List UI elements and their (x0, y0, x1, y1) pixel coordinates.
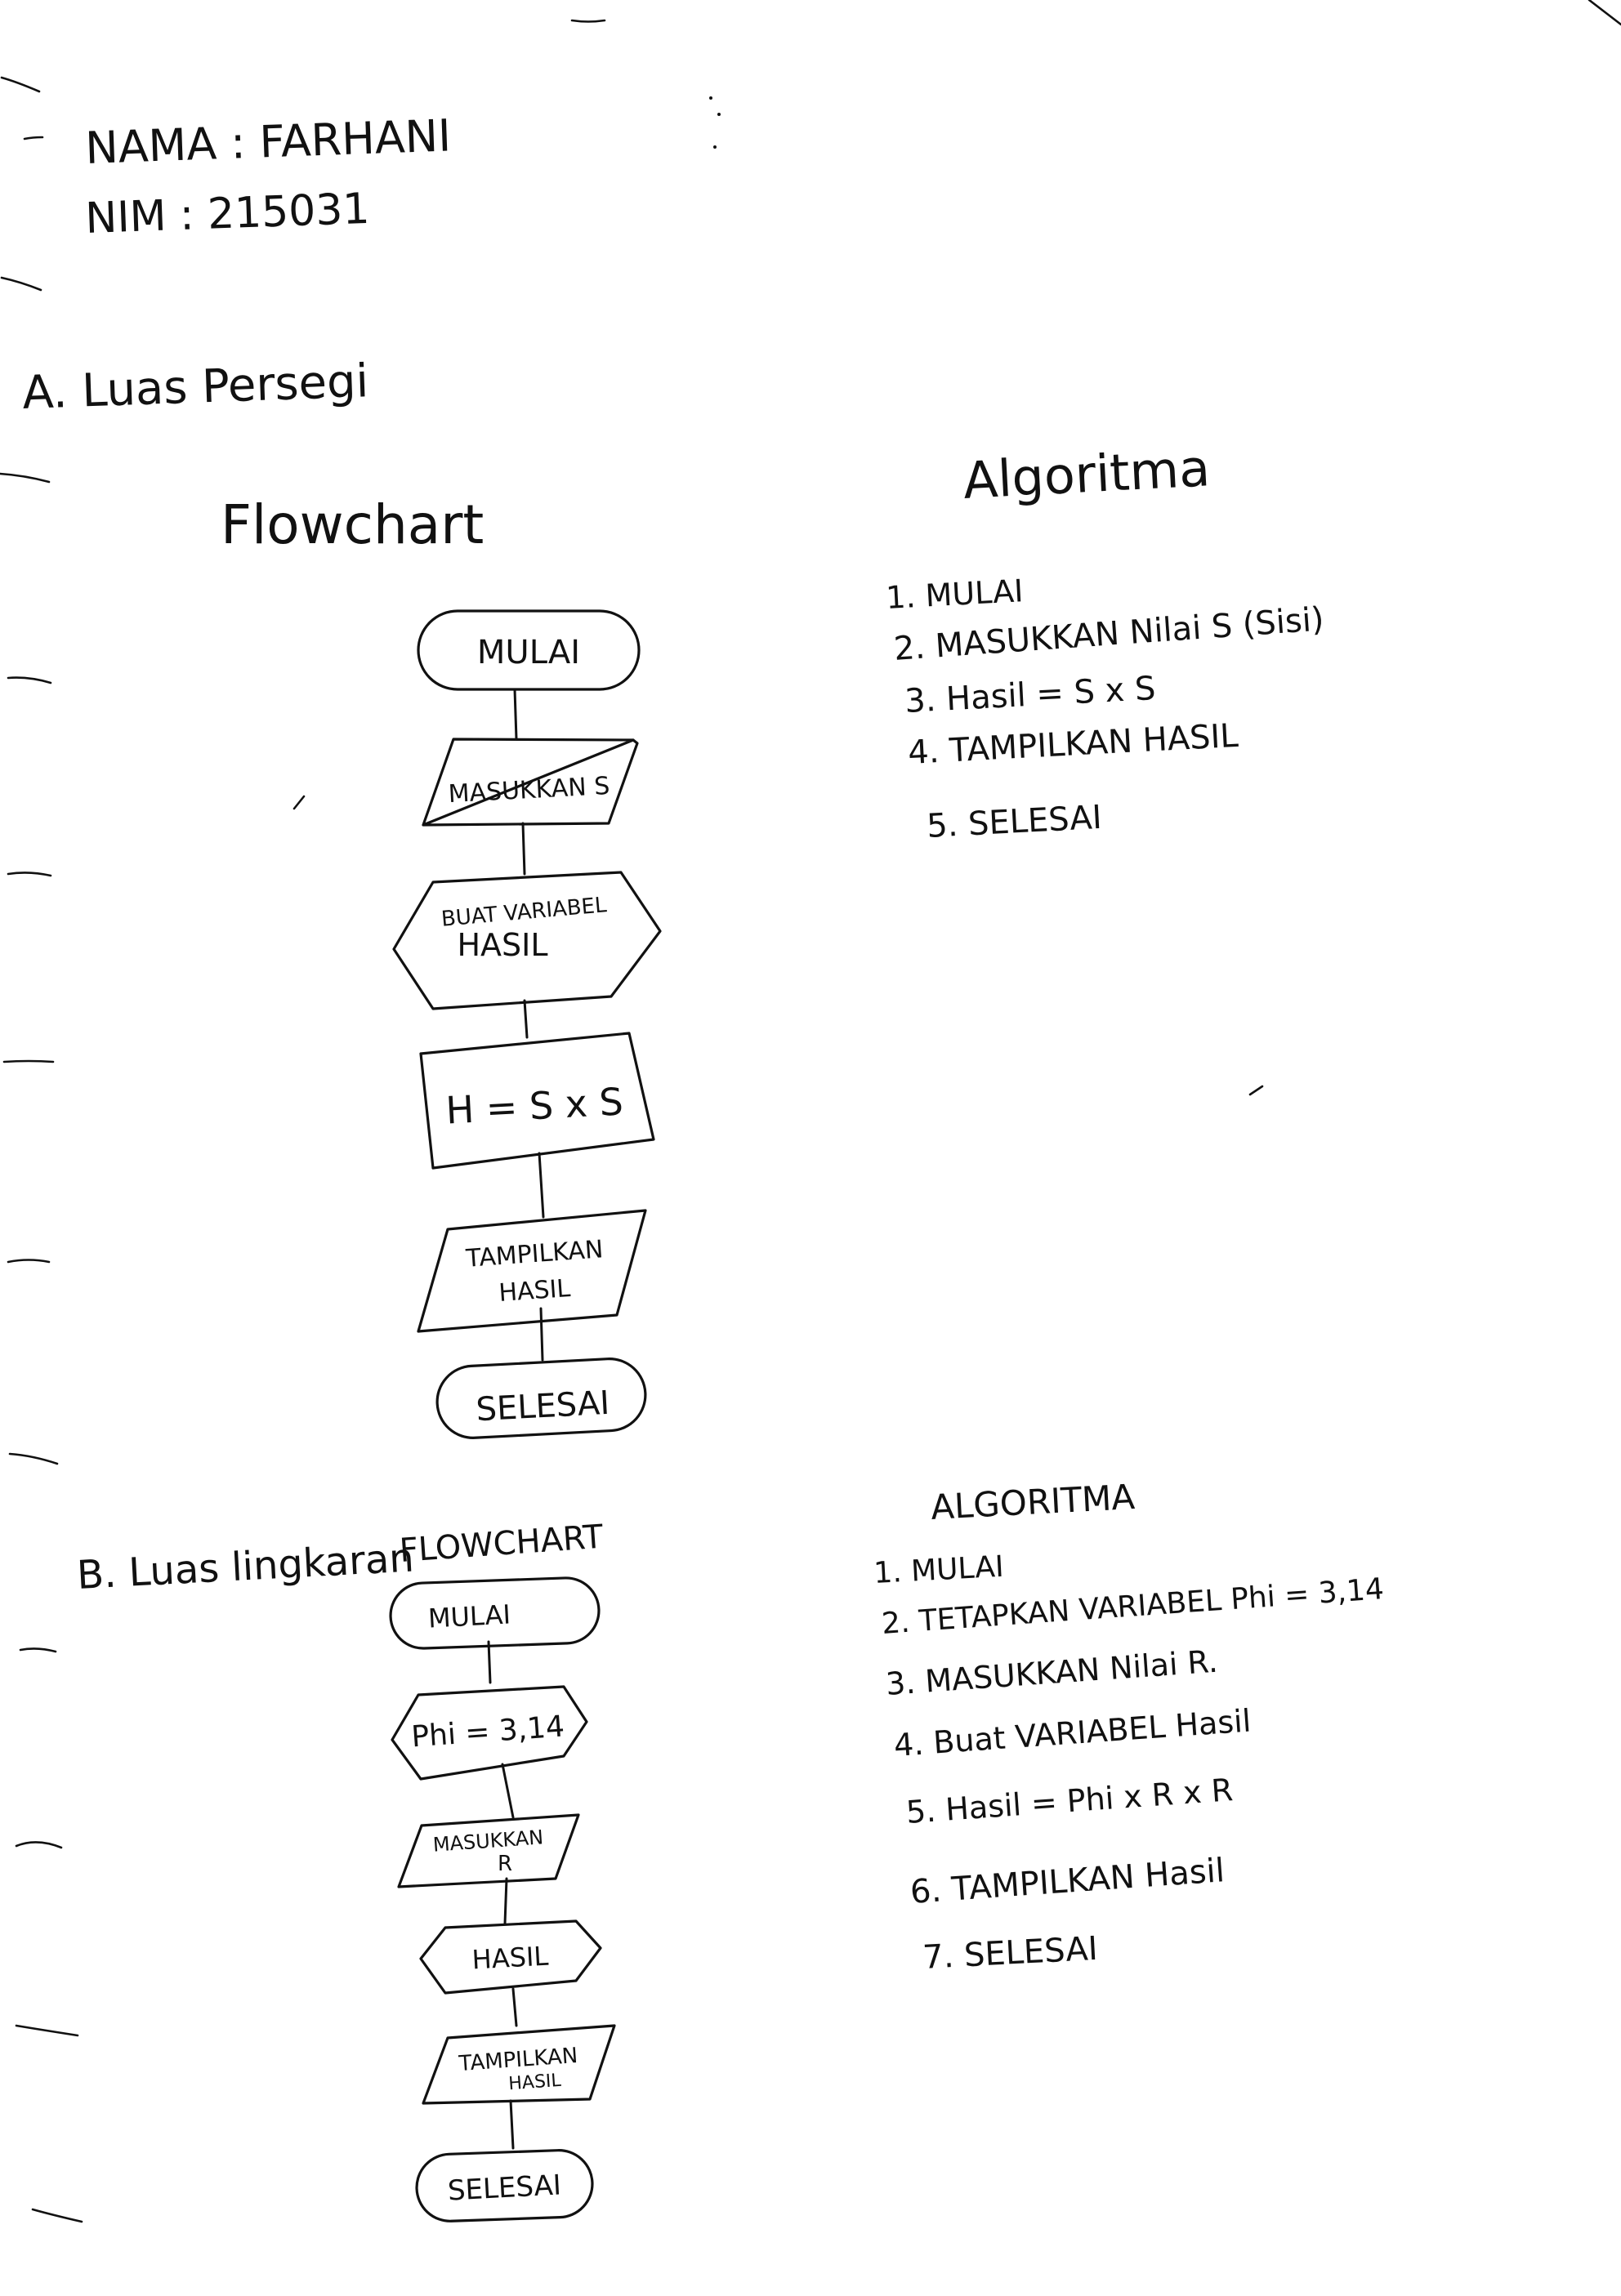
scan-specks (292, 96, 1264, 1096)
flowchart-a-input-label: MASUKKAN S (448, 772, 610, 809)
flowchart-a-output-label-1: TAMPILKAN (464, 1235, 604, 1273)
flowchart-b-hasil-label: HASIL (471, 1941, 550, 1976)
algorithm-b-step-3: 3. MASUKKAN Nilai R. (885, 1643, 1219, 1702)
section-a-algorithm-label: Algoritma (962, 438, 1212, 510)
student-nim: NIM : 215031 (84, 185, 370, 243)
flowchart-b-output-label-1: TAMPILKAN (458, 2044, 578, 2076)
algorithm-a-step-1: 1. MULAI (885, 573, 1024, 616)
algorithm-b-step-1: 1. MULAI (873, 1550, 1004, 1590)
flowchart-b-prep-label: Phi = 3,14 (410, 1710, 565, 1754)
flowchart-b-prep-hexagon: Phi = 3,14 (391, 1685, 588, 1781)
flowchart-a-start-terminator: MULAI (417, 609, 641, 691)
section-b-algorithm-label: ALGORITMA (930, 1477, 1136, 1527)
algorithm-a-step-5: 5. SELESAI (926, 799, 1103, 845)
algorithm-b-step-4: 4. Buat VARIABEL Hasil (893, 1703, 1253, 1763)
flowchart-b: MULAI Phi = 3,14 MASUKKAN R HASIL TAMPIL… (389, 1576, 616, 2222)
algorithm-a-step-4: 4. TAMPILKAN HASIL (907, 717, 1239, 772)
flowchart-a-end-terminator: SELESAI (435, 1358, 647, 1439)
flowchart-a-start-label: MULAI (477, 634, 580, 671)
flowchart-a: MULAI MASUKKAN S BUAT VARIABEL HASIL H =… (392, 609, 662, 1439)
section-b-flowchart-label: FLOWCHART (398, 1518, 605, 1570)
algorithm-b-step-6: 6. TAMPILKAN Hasil (909, 1852, 1226, 1911)
algorithm-b-list: 1. MULAI 2. TETAPKAN VARIABEL Phi = 3,14… (873, 1550, 1385, 1977)
flowchart-a-process-rect: H = S x S (419, 1032, 655, 1170)
flowchart-a-end-label: SELESAI (475, 1384, 610, 1429)
flowchart-b-hasil-hexagon: HASIL (419, 1919, 602, 1995)
scan-edge-marks (0, 0, 1621, 2223)
algorithm-b-step-5: 5. Hasil = Phi x R x R (905, 1772, 1235, 1830)
flowchart-b-end-terminator: SELESAI (415, 2149, 594, 2222)
section-a-title: A. Luas Persegi (21, 354, 369, 420)
flowchart-a-output-label-2: HASIL (498, 1274, 571, 1308)
flowchart-b-end-label: SELESAI (447, 2169, 562, 2207)
student-name: NAMA : FARHANI (84, 109, 452, 174)
section-a-flowchart-label: Flowchart (221, 493, 484, 556)
flowchart-a-prep-hexagon: BUAT VARIABEL HASIL (392, 871, 662, 1010)
flowchart-b-input-label-1: MASUKKAN (432, 1826, 544, 1856)
flowchart-b-output-label-2: HASIL (508, 2071, 563, 2094)
flowchart-a-input-parallelogram: MASUKKAN S (422, 738, 639, 827)
section-b-title: B. Luas lingkaran (76, 1535, 415, 1598)
flowchart-b-start-label: MULAI (427, 1598, 511, 1634)
flowchart-a-prep-label-2: HASIL (457, 927, 547, 963)
flowchart-a-output-parallelogram: TAMPILKAN HASIL (417, 1209, 647, 1333)
flowchart-a-prep-label-1: BUAT VARIABEL (440, 893, 608, 932)
algorithm-a-list: 1. MULAI 2. MASUKKAN Nilai S (Sisi) 3. H… (885, 573, 1325, 845)
flowchart-b-input-label-2: R (498, 1852, 512, 1876)
flowchart-b-start-terminator: MULAI (389, 1576, 601, 1650)
algorithm-a-step-3: 3. Hasil = S x S (904, 670, 1156, 720)
flowchart-b-output-parallelogram: TAMPILKAN HASIL (422, 2024, 616, 2105)
algorithm-b-step-7: 7. SELESAI (922, 1930, 1099, 1977)
flowchart-b-input-parallelogram: MASUKKAN R (397, 1813, 580, 1888)
flowchart-a-process-label: H = S x S (444, 1079, 624, 1132)
